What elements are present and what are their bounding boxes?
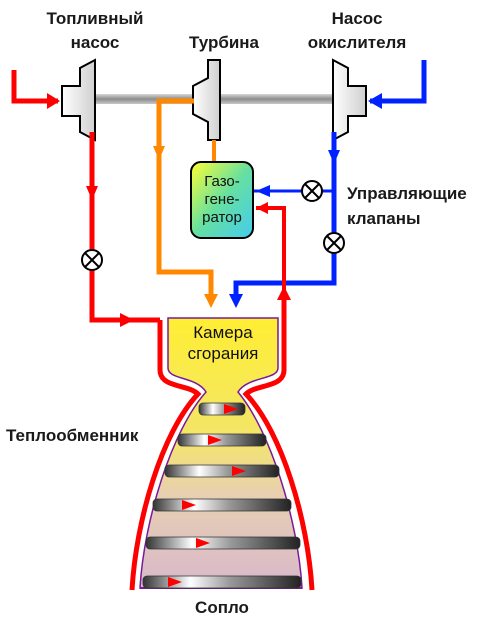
pump-icon <box>61 58 96 142</box>
oxidizer-pump-label-line1: Насос <box>332 9 383 28</box>
oxidizer-inlet-line <box>370 60 427 104</box>
flow-arrow-icon <box>204 294 218 308</box>
combustion-chamber-label-line2: сгорания <box>188 344 259 363</box>
nozzle-label: Сопло <box>195 598 249 617</box>
gas-generator-label-line2: гене- <box>204 191 239 208</box>
turbine-label: Турбина <box>189 33 260 52</box>
heat-exchanger-label: Теплообменник <box>6 426 139 445</box>
flow-arrow-icon <box>277 286 291 300</box>
valve-icon <box>323 232 345 254</box>
cooling-band <box>145 536 301 550</box>
fuel-pump-label-line2: насос <box>71 33 120 52</box>
flow-arrow-icon <box>47 93 60 109</box>
flow-arrow-icon <box>196 538 210 548</box>
cooling-jacket-left <box>129 320 202 591</box>
fuel-pump-label: Топливный насос <box>47 9 144 52</box>
control-valves-label-line1: Управляющие <box>347 184 467 203</box>
gas-generator-label-line1: Газо- <box>204 173 240 190</box>
combustion-chamber-label-line1: Камера <box>193 323 253 342</box>
flow-arrow-icon <box>168 577 182 587</box>
fuel-feed-line <box>89 132 160 323</box>
cooling-band <box>198 402 246 416</box>
flow-arrow-icon <box>229 294 243 308</box>
flow-arrow-icon <box>256 202 268 214</box>
control-valves-label-line2: клапаны <box>347 209 420 228</box>
cooling-band <box>152 498 292 512</box>
flow-arrow-icon <box>224 404 238 414</box>
flow-arrow-icon <box>86 186 98 200</box>
oxidizer-pump-label-line2: окислителя <box>308 33 407 52</box>
turbine-icon <box>192 59 221 141</box>
cooling-jacket-right <box>242 292 315 591</box>
fuel-inlet-line <box>11 70 58 104</box>
flow-arrow-icon <box>153 146 165 160</box>
fuel-pump-label-line1: Топливный <box>47 9 144 28</box>
cooling-band <box>142 575 302 589</box>
flow-arrow-icon <box>120 313 134 327</box>
control-valves-label: Управляющие клапаны <box>347 184 467 228</box>
cooling-band <box>164 464 280 478</box>
valve-icon <box>81 249 103 271</box>
flow-arrow-icon <box>368 93 382 109</box>
flow-arrow-icon <box>208 435 222 445</box>
flow-arrow-icon <box>232 466 246 476</box>
fuel-gg-line <box>256 206 286 292</box>
gas-generator <box>190 161 254 239</box>
gas-generator-label-line3: ратор <box>202 209 242 226</box>
band-flow-arrows <box>168 404 246 587</box>
valve-icon <box>301 180 323 202</box>
flow-arrow-icon <box>328 150 340 164</box>
flow-arrow-icon <box>182 500 196 510</box>
flow-arrow-icon <box>256 185 270 197</box>
pump-icon <box>332 58 367 142</box>
turbine-exhaust-line <box>156 98 214 302</box>
oxidizer-pump-label: Насос окислителя <box>308 9 407 52</box>
